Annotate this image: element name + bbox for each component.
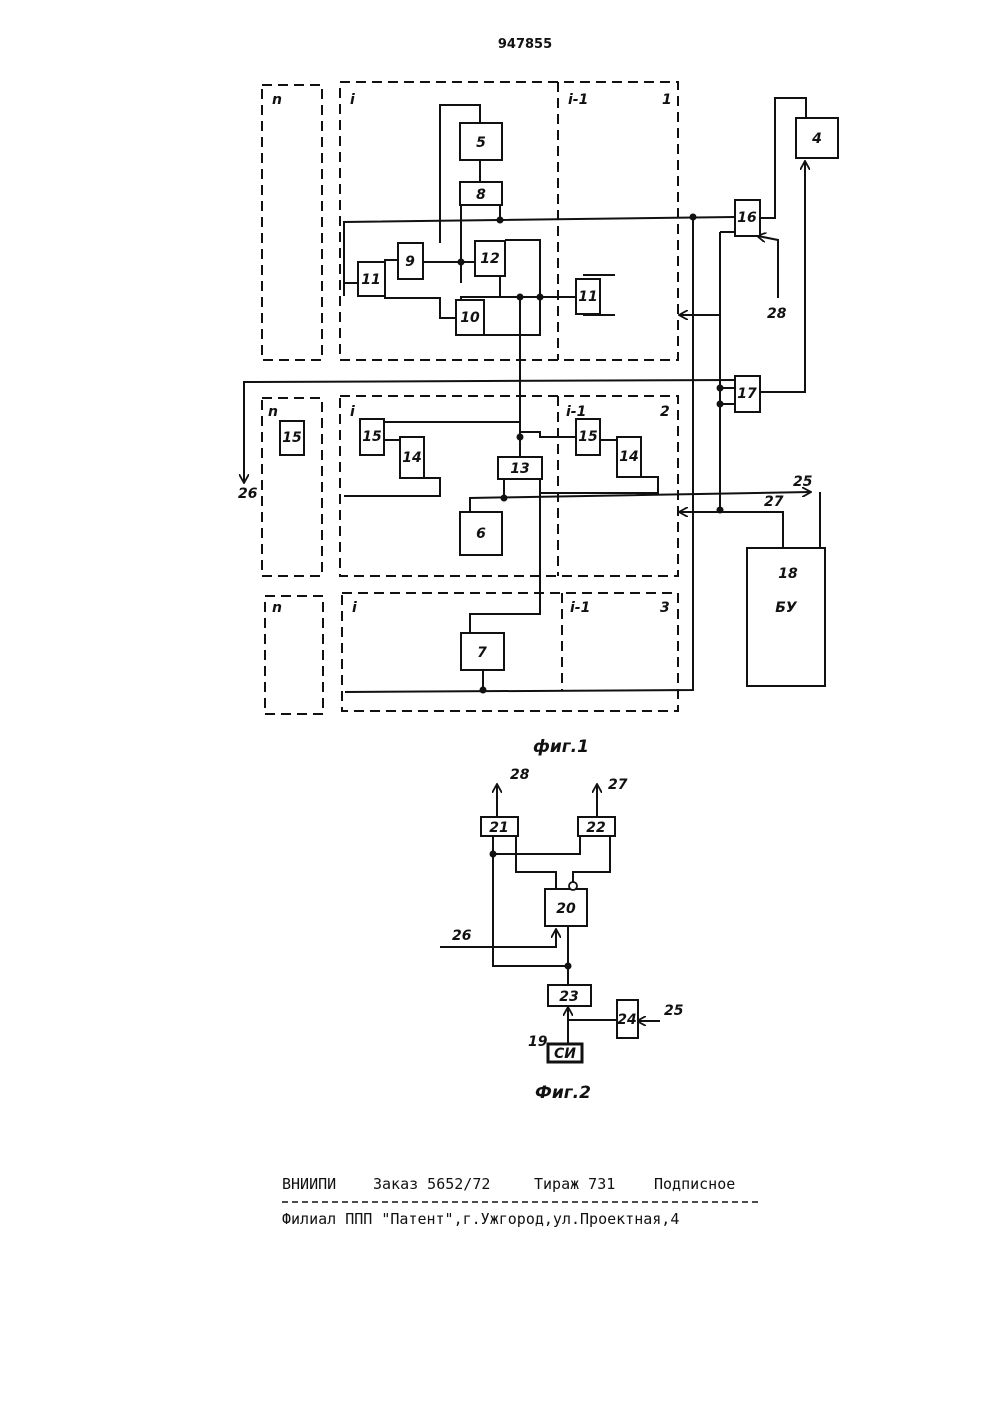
label-bot-i-minus-1: i-1	[570, 600, 590, 616]
svg-text:17: 17	[737, 386, 757, 402]
label-bot-i: i	[352, 600, 357, 616]
block-11-i: 11	[358, 262, 385, 296]
label-mid-i: i	[350, 404, 355, 420]
block-16: 16	[735, 200, 760, 236]
line-label-28: 28	[767, 306, 787, 322]
line-label-27: 27	[764, 494, 784, 510]
svg-text:15: 15	[578, 429, 598, 445]
block-15-n: 15	[280, 421, 304, 455]
figure-2-caption: Фиг.2	[535, 1083, 591, 1103]
block-5: 5	[460, 123, 502, 160]
fig2-line-label-28: 28	[510, 767, 530, 783]
svg-text:24: 24	[617, 1012, 636, 1028]
block-6: 6	[460, 512, 502, 555]
svg-text:8: 8	[476, 187, 486, 203]
block-21: 21	[481, 817, 518, 836]
svg-text:4: 4	[811, 131, 822, 147]
patent-number: 947855	[498, 37, 552, 52]
footer-order: Заказ 5652/72	[373, 1175, 490, 1193]
svg-text:БУ: БУ	[775, 600, 798, 616]
figure-1-caption: фиг.1	[533, 737, 589, 757]
fig2-line-label-26: 26	[452, 928, 472, 944]
block-22: 22	[578, 817, 615, 836]
footer-subscription: Подписное	[654, 1175, 735, 1193]
line-label-26: 26	[238, 486, 258, 502]
block-7: 7	[461, 633, 504, 670]
block-8: 8	[460, 182, 502, 205]
block-4: 4	[796, 118, 838, 158]
block-17: 17	[735, 376, 760, 412]
block-20: 20	[545, 882, 587, 926]
svg-text:11: 11	[361, 272, 380, 288]
block-9: 9	[398, 243, 423, 279]
svg-text:СИ: СИ	[554, 1046, 576, 1062]
figure-1: n i i-1 1 n i i-1 2 n i i-1 3	[238, 82, 838, 757]
label-top-n: n	[272, 92, 282, 108]
svg-text:12: 12	[480, 251, 499, 267]
svg-text:20: 20	[556, 901, 576, 917]
figure-2: 21 22 20 23 24 СИ 28 27 26 25 19 Фиг.2	[440, 767, 684, 1103]
label-top-i-minus-1: i-1	[568, 92, 588, 108]
svg-text:23: 23	[559, 989, 578, 1005]
block-14-i: 14	[400, 437, 424, 478]
block-10: 10	[456, 300, 484, 335]
svg-text:15: 15	[362, 429, 382, 445]
fig2-line-label-19: 19	[528, 1034, 548, 1050]
svg-text:7: 7	[477, 645, 487, 661]
svg-text:5: 5	[476, 135, 486, 151]
footer-org: ВНИИПИ	[282, 1175, 336, 1193]
block-19-sync-generator: СИ	[548, 1044, 582, 1062]
label-top-i: i	[350, 92, 355, 108]
svg-text:21: 21	[489, 820, 508, 836]
block-18-control-unit: 18 БУ	[747, 548, 825, 686]
block-12: 12	[475, 241, 505, 276]
label-mid-section-number: 2	[660, 404, 670, 420]
svg-text:16: 16	[737, 210, 757, 226]
fig2-line-label-27: 27	[608, 777, 628, 793]
footer-branch: Филиал ППП "Патент",г.Ужгород,ул.Проектн…	[282, 1210, 679, 1228]
line-label-25: 25	[793, 474, 813, 490]
fig2-line-label-25: 25	[664, 1003, 684, 1019]
block-13: 13	[498, 457, 542, 479]
svg-text:13: 13	[510, 461, 529, 477]
label-bot-section-number: 3	[660, 600, 670, 616]
svg-text:14: 14	[619, 449, 638, 465]
svg-text:9: 9	[405, 254, 415, 270]
svg-text:15: 15	[282, 430, 302, 446]
label-top-section-number: 1	[662, 92, 672, 108]
block-11-i-minus-1: 11	[576, 279, 600, 314]
block-24: 24	[617, 1000, 638, 1038]
imprint-footer: ВНИИПИ Заказ 5652/72 Тираж 731 Подписное…	[282, 1175, 762, 1228]
block-14-i-minus-1: 14	[617, 437, 641, 477]
label-mid-i-minus-1: i-1	[566, 404, 586, 420]
svg-text:6: 6	[476, 526, 486, 542]
svg-text:22: 22	[586, 820, 605, 836]
footer-print-run: Тираж 731	[534, 1175, 615, 1193]
svg-text:11: 11	[578, 289, 597, 305]
block-23: 23	[548, 985, 591, 1006]
svg-text:14: 14	[402, 450, 421, 466]
label-bot-n: n	[272, 600, 282, 616]
block-15-i: 15	[360, 419, 384, 455]
block-15-i-minus-1: 15	[576, 419, 600, 455]
svg-text:18: 18	[778, 566, 798, 582]
label-mid-n: n	[268, 404, 278, 420]
svg-text:10: 10	[460, 310, 480, 326]
